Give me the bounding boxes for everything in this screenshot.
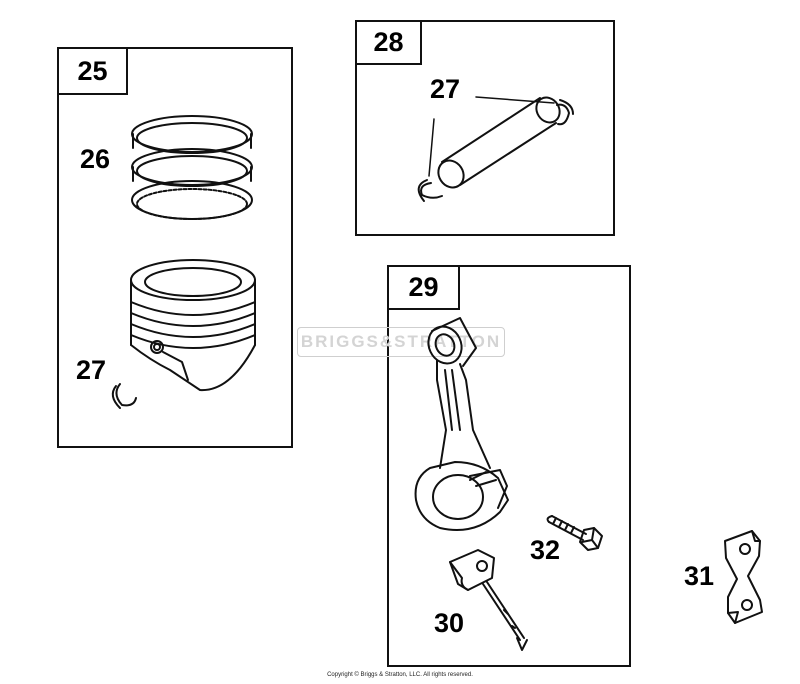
callout-retainer-left: 27 (76, 355, 107, 385)
callout-rings: 26 (80, 144, 111, 174)
panel-number-29: 29 (387, 265, 460, 310)
lock-plate-drawing (724, 530, 763, 624)
panel-number-25: 25 (57, 47, 128, 95)
connecting-rod-drawing (414, 317, 509, 531)
callout-retainer-top: 27 (430, 74, 461, 104)
oil-dipper-drawing (449, 549, 528, 651)
piston-rings-drawing (131, 115, 253, 220)
rod-bolt-drawing (546, 515, 603, 551)
connecting-rod-panel: 29 (387, 265, 631, 667)
callout-lock-plate: 31 (684, 561, 715, 591)
retainer-clip-left-drawing (111, 383, 137, 409)
retainer-clip-top-drawings (417, 96, 574, 202)
piston-assembly-panel: 25 (57, 47, 293, 448)
piston-pin-drawing (437, 96, 561, 189)
panel-number-28: 28 (355, 20, 422, 65)
callout-dipper: 30 (434, 608, 465, 638)
piston-drawing (130, 259, 256, 392)
piston-pin-panel: 28 (355, 20, 615, 236)
callout-rod-bolt: 32 (530, 535, 561, 565)
copyright-notice: Copyright © Briggs & Stratton, LLC. All … (327, 672, 473, 678)
